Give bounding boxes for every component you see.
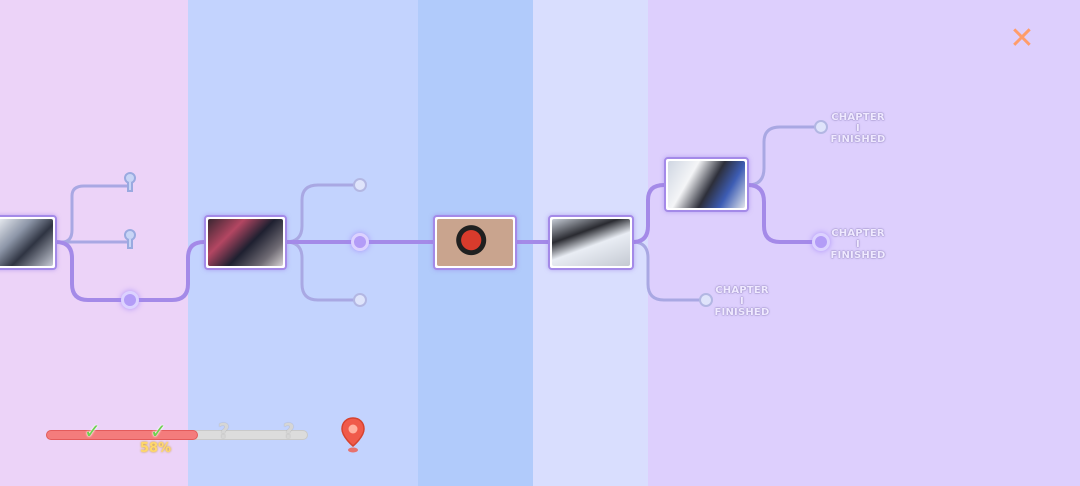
scene-thumbnail[interactable] [0,215,57,270]
active-path [631,183,666,244]
close-icon[interactable]: ✕ [1009,21,1035,56]
scene-image [668,161,745,208]
branch-node[interactable] [353,178,367,192]
ending-node[interactable] [814,120,828,134]
branch-node-active[interactable] [121,291,139,309]
ending-node-active[interactable] [812,233,830,251]
question-mark-icon: ? [218,419,230,443]
chapter-band-5 [648,0,1080,486]
scene-thumbnail[interactable] [548,215,634,270]
branch-path [746,125,823,187]
scene-image [0,219,53,266]
branch-path [631,240,708,302]
branch-node[interactable] [353,293,367,307]
scene-thumbnail[interactable] [664,157,749,212]
chapter-progress-bar: ✓ ✓ ? ? [46,420,308,442]
scene-image [437,219,513,266]
ending-node[interactable] [699,293,713,307]
branch-path [284,240,362,302]
scene-image [552,219,630,266]
keyhole-lock-icon[interactable] [124,229,136,249]
progress-percent: 58% [140,441,172,456]
scene-image [208,219,283,266]
keyhole-lock-icon[interactable] [124,172,136,192]
question-mark-icon: ? [283,419,295,443]
scene-thumbnail[interactable] [204,215,287,270]
branch-node-active[interactable] [351,233,369,251]
branch-path [284,183,362,244]
progress-fill [46,430,198,440]
check-icon: ✓ [150,419,167,443]
check-icon: ✓ [84,419,101,443]
location-pin-icon[interactable] [340,416,366,454]
scene-thumbnail[interactable] [433,215,517,270]
active-path [746,183,823,244]
branch-path [54,184,132,244]
